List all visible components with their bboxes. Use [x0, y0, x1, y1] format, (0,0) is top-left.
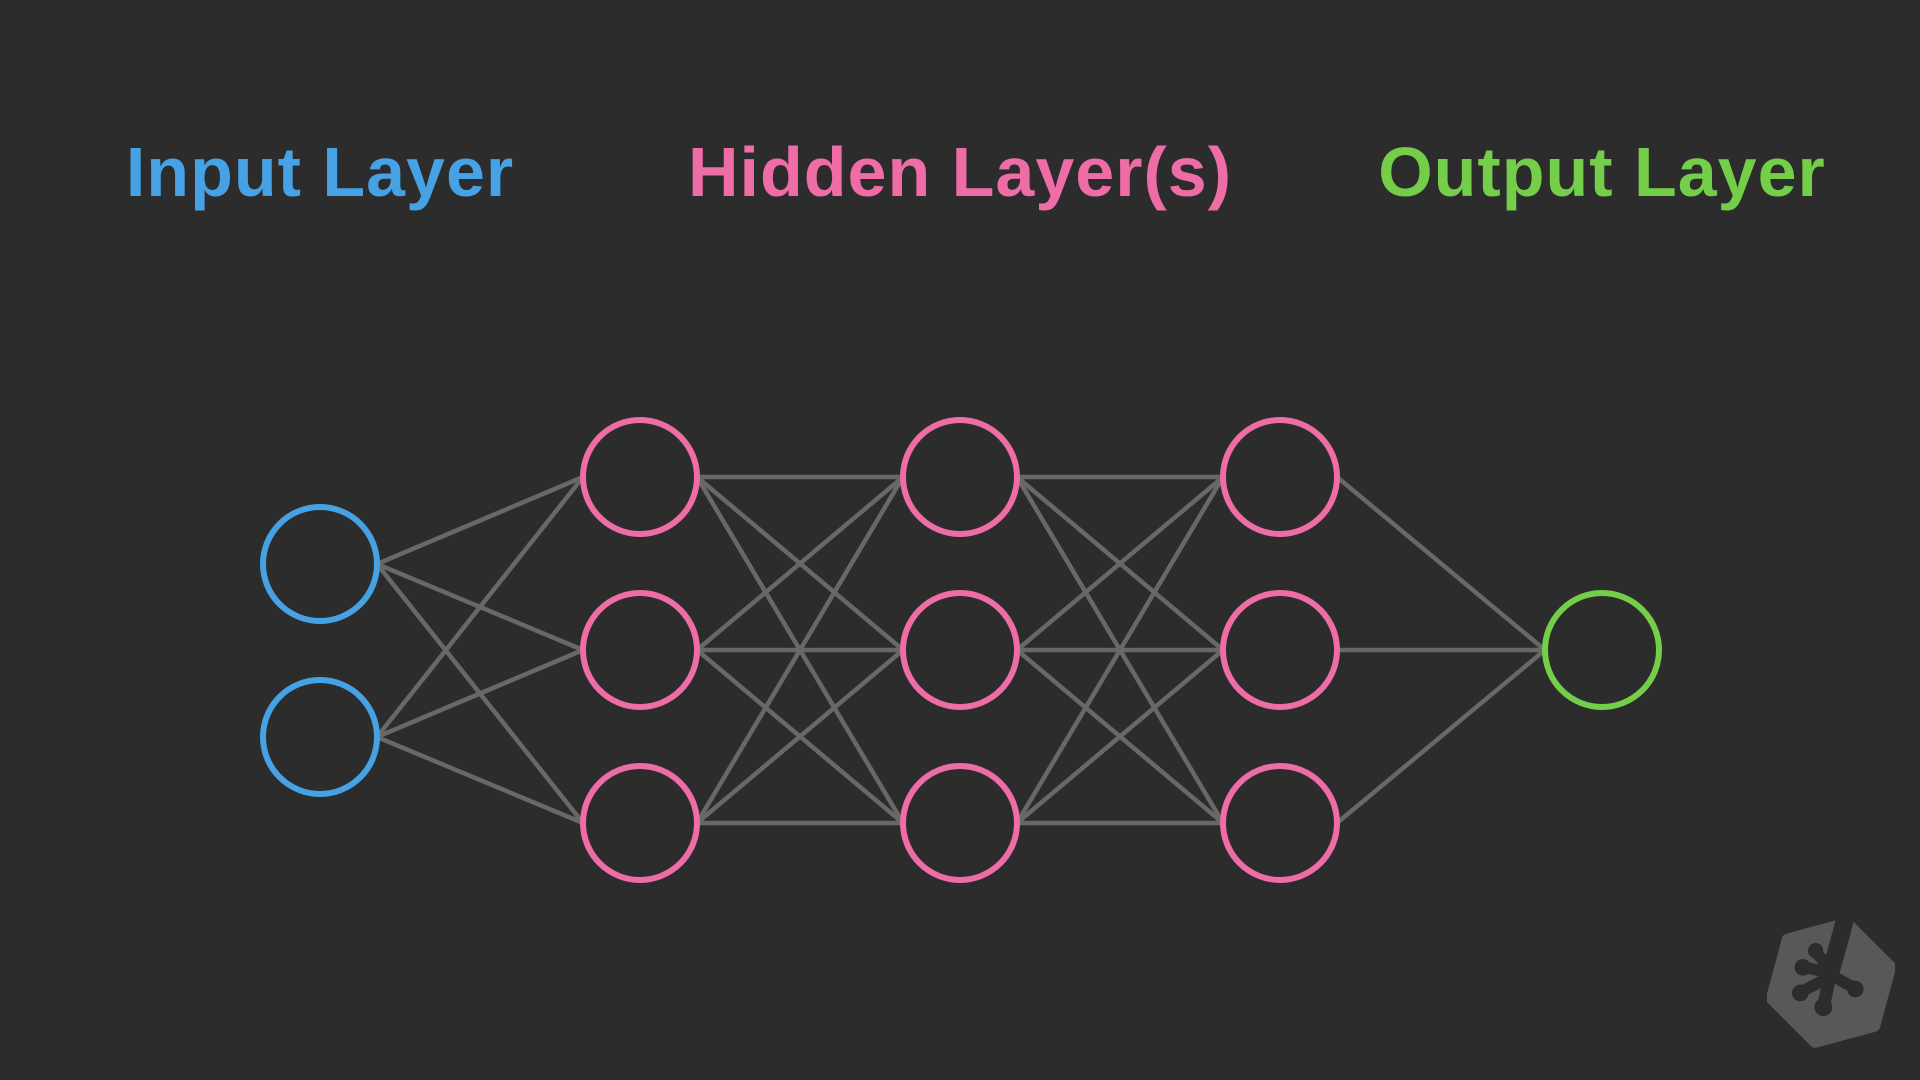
node-hidden-1-1: [580, 417, 700, 537]
node-hidden-2-1: [900, 417, 1020, 537]
edge-hidden-1-2-to-hidden-2-0: [695, 475, 905, 825]
logo-badge: [1767, 916, 1895, 1048]
node-hidden-3-1: [1220, 417, 1340, 537]
node-hidden-2-3: [900, 763, 1020, 883]
hidden-layer-label: Hidden Layer(s): [688, 133, 1232, 211]
edge-input-1-to-hidden-1-1: [376, 647, 584, 740]
node-hidden-3-2: [1220, 590, 1340, 710]
node-hidden-1-3: [580, 763, 700, 883]
edge-input-0-to-hidden-1-0: [376, 474, 584, 567]
edge-hidden-2-2-to-hidden-3-0: [1015, 475, 1225, 825]
edge-input-1-to-hidden-1-0: [375, 475, 585, 739]
node-output-1: [1542, 590, 1662, 710]
edge-hidden-3-2-to-output-0: [1335, 648, 1547, 825]
node-input-2: [260, 677, 380, 797]
input-layer-label: Input Layer: [125, 133, 515, 211]
hexagon-frog-logo-icon: [1767, 916, 1895, 1048]
node-hidden-3-3: [1220, 763, 1340, 883]
output-layer-label: Output Layer: [1378, 133, 1826, 211]
edge-hidden-3-0-to-output-0: [1335, 475, 1547, 652]
edge-hidden-2-2-to-hidden-3-1: [1015, 648, 1225, 825]
edge-hidden-2-1-to-hidden-3-0: [1015, 475, 1225, 652]
node-hidden-2-2: [900, 590, 1020, 710]
node-input-1: [260, 504, 380, 624]
edge-input-1-to-hidden-1-2: [376, 734, 584, 826]
edge-hidden-1-2-to-hidden-2-1: [695, 648, 905, 825]
node-hidden-1-2: [580, 590, 700, 710]
edge-hidden-1-1-to-hidden-2-0: [695, 475, 905, 652]
